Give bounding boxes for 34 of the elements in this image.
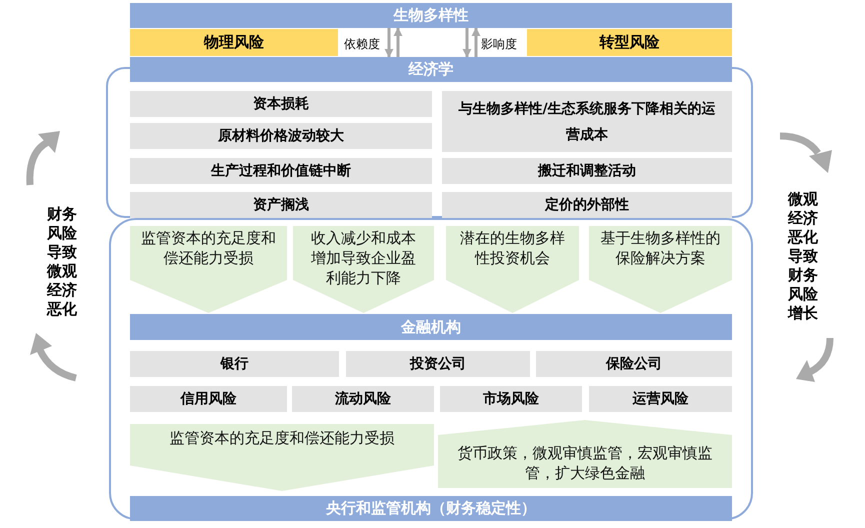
item-box: 定价的外部性 <box>442 192 732 218</box>
chevron-up: 货币政策，微观审慎监管，宏观审慎监管，扩大绿色金融 <box>438 420 732 488</box>
item-box: 银行 <box>130 351 339 377</box>
chevron-down: 基于生物多样性的保险解决方案 <box>589 226 732 313</box>
item-box: 流动风险 <box>292 386 434 412</box>
axis-label: 影响度 <box>481 36 517 53</box>
side-caption: 微观经济恶化导致财务风险增长 <box>786 190 819 323</box>
axis-label: 依赖度 <box>344 36 380 53</box>
arrow <box>462 28 472 58</box>
item-box: 搬迁和调整活动 <box>442 158 732 184</box>
heading-bar: 金融机构 <box>130 314 732 340</box>
arrow <box>472 27 480 57</box>
item-box: 投资公司 <box>346 351 530 377</box>
heading-bar: 生物多样性 <box>130 3 732 28</box>
item-box: 生产过程和价值链中断 <box>130 158 432 184</box>
heading-bar: 央行和监管机构（财务稳定性） <box>130 496 732 521</box>
category-box: 转型风险 <box>527 29 732 56</box>
arrow <box>394 27 402 57</box>
chevron-down: 监管资本的充足度和偿还能力受损 <box>130 424 434 491</box>
item-box: 与生物多样性/生态系统服务下降相关的运营成本 <box>442 91 732 152</box>
chevron-down: 收入减少和成本增加导致企业盈利能力下降 <box>293 226 434 313</box>
item-box: 资本损耗 <box>130 91 432 117</box>
arrow <box>384 28 394 58</box>
item-box: 保险公司 <box>536 351 732 377</box>
item-box: 原材料价格波动较大 <box>130 123 432 149</box>
chevron-down: 潜在的生物多样性投资机会 <box>446 226 579 313</box>
chevron-down: 监管资本的充足度和偿还能力受损 <box>130 226 287 313</box>
heading-bar: 经济学 <box>130 57 732 82</box>
item-box: 运营风险 <box>589 386 732 412</box>
item-box: 市场风险 <box>440 386 582 412</box>
category-box: 物理风险 <box>130 29 338 56</box>
side-caption: 财务风险导致微观经济恶化 <box>46 205 78 319</box>
item-box: 信用风险 <box>130 386 287 412</box>
item-box: 资产搁浅 <box>130 192 432 218</box>
